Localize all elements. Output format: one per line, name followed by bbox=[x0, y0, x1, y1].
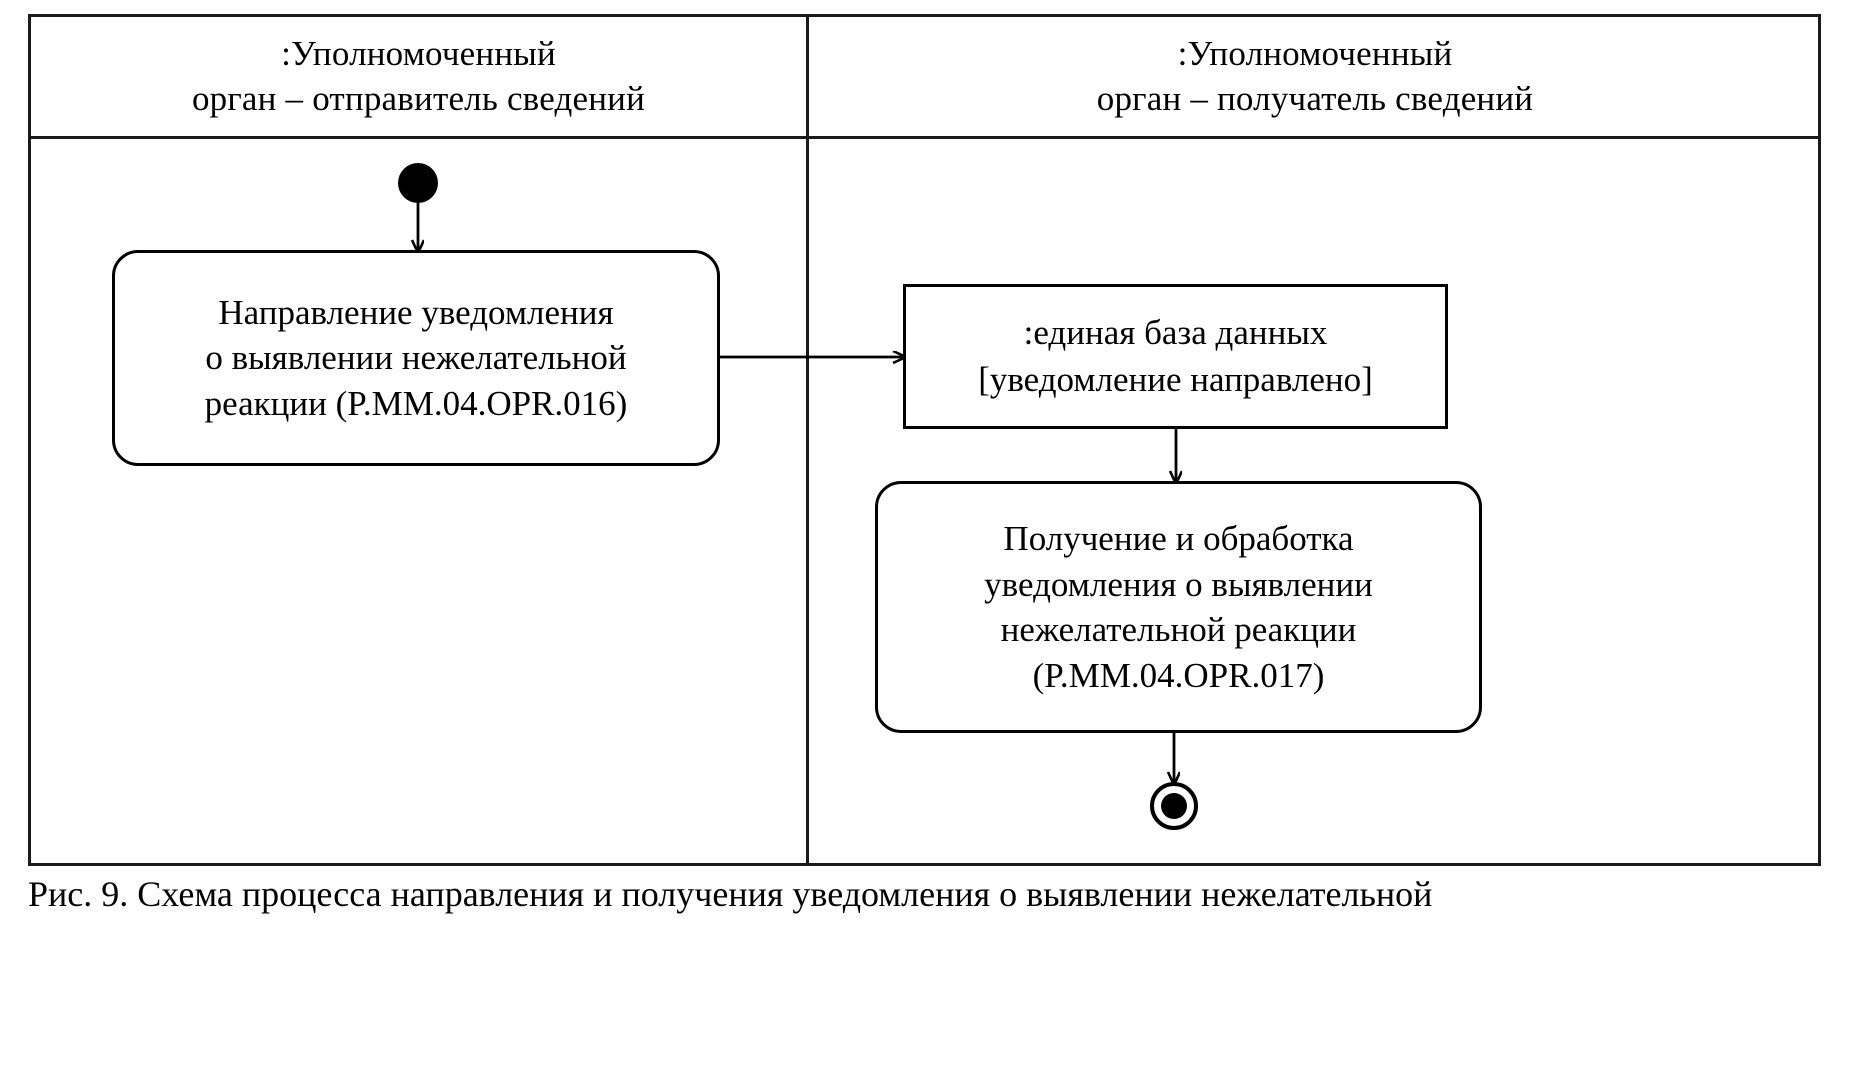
swimlane-header-rule bbox=[28, 136, 1821, 139]
swimlane-header-receiver-line-2: орган – получатель сведений bbox=[1096, 79, 1534, 118]
activity-receive-line-3: нежелательной реакции bbox=[1000, 610, 1357, 649]
object-db-line-1: :единая база данных bbox=[1023, 313, 1328, 353]
figure-caption: Рис. 9. Схема процесса направления и пол… bbox=[28, 874, 1433, 914]
activity-node-send-notification[interactable]: Направление уведомления о выявлении неже… bbox=[112, 250, 720, 466]
activity-send-line-2: о выявлении нежелательной bbox=[205, 338, 627, 378]
swimlane-divider bbox=[806, 14, 809, 866]
swimlane-header-sender-line-1: :Уполномоченный bbox=[281, 34, 556, 74]
activity-receive-line-1: Получение и обработка bbox=[1003, 519, 1354, 558]
swimlane-header-receiver-line-1: :Уполномоченный bbox=[1177, 34, 1453, 74]
activity-send-line-3: реакции (P.MM.04.OPR.016) bbox=[204, 383, 628, 423]
swimlane-header-sender: :Уполномоченный орган – отправитель свед… bbox=[31, 22, 806, 132]
initial-node[interactable] bbox=[398, 163, 438, 203]
activity-node-receive-and-process[interactable]: Получение и обработка уведомления о выяв… bbox=[875, 481, 1482, 733]
activity-final-node-core bbox=[1161, 793, 1187, 819]
object-node-unified-database[interactable]: :единая база данных [уведомление направл… bbox=[903, 284, 1448, 429]
swimlane-header-sender-line-2: орган – отправитель сведений bbox=[191, 79, 646, 118]
activity-send-line-1: Направление уведомления bbox=[218, 292, 614, 332]
swimlane-header-receiver: :Уполномоченный орган – получатель сведе… bbox=[809, 22, 1821, 132]
object-db-line-2: [уведомление направлено] bbox=[978, 359, 1373, 399]
activity-receive-line-4: (P.MM.04.OPR.017) bbox=[1032, 655, 1325, 695]
activity-final-node[interactable] bbox=[1150, 782, 1198, 830]
activity-receive-line-2: уведомления о выявлении bbox=[984, 564, 1373, 604]
